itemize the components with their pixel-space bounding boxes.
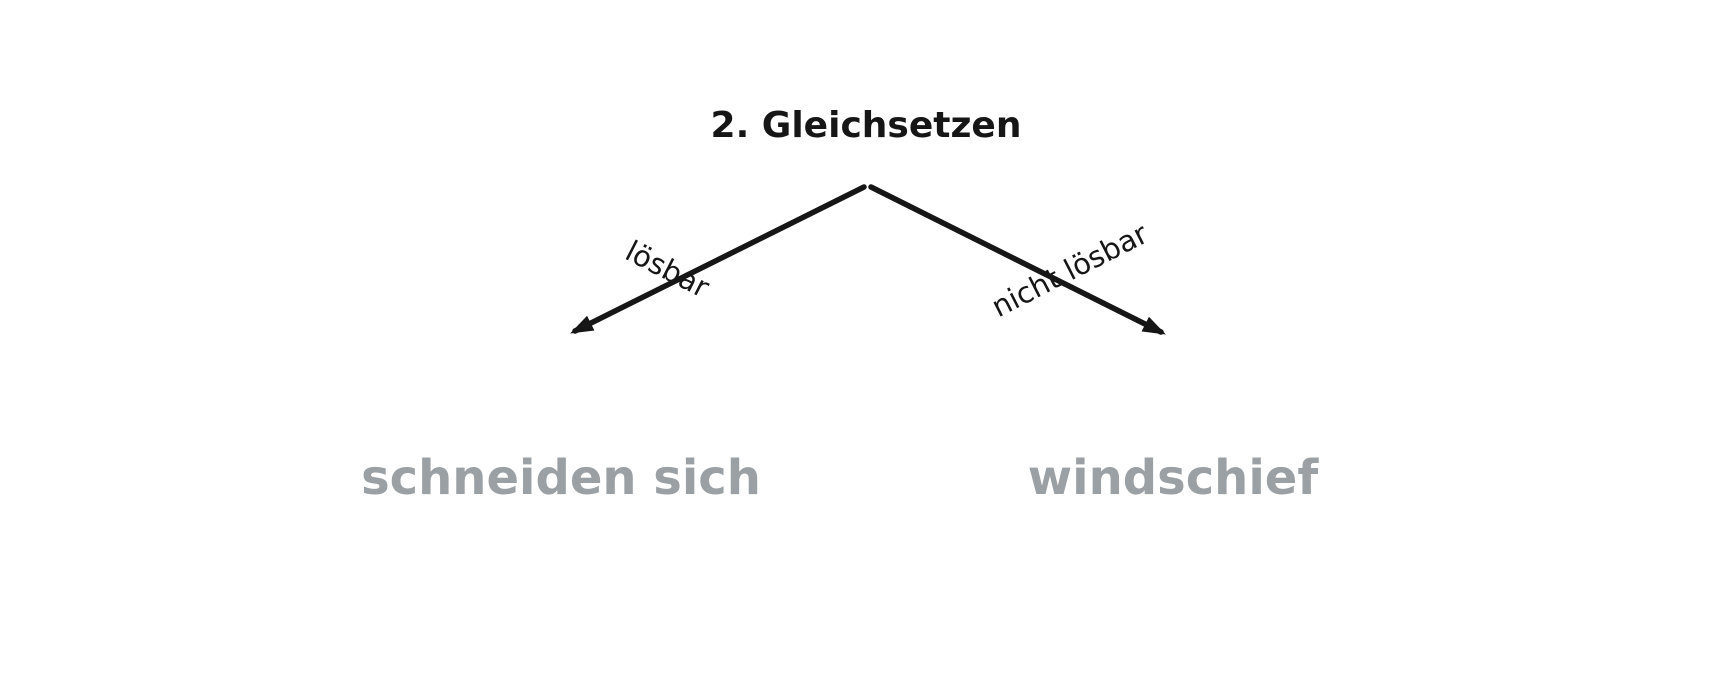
left-branch-result-label: schneiden sich	[361, 449, 761, 506]
right-branch-arrow	[868, 184, 1166, 335]
right-branch-result-label: windschief	[1027, 449, 1319, 506]
diagram-title: 2. Gleichsetzen	[710, 105, 1022, 146]
left-branch-arrow	[570, 184, 867, 334]
